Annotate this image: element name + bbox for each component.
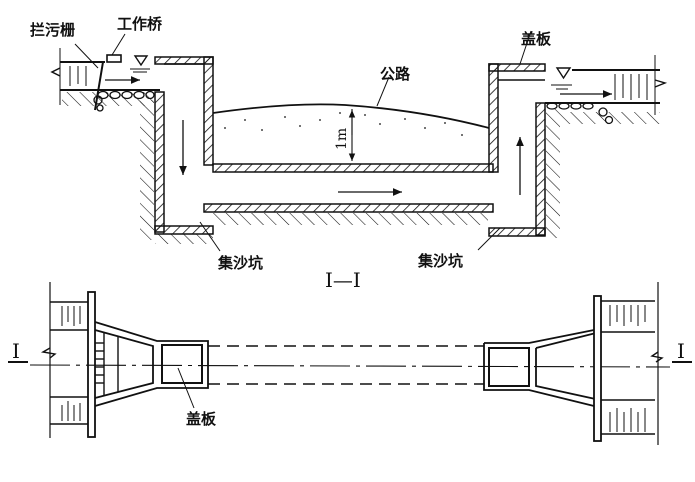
trash-rack-label: 拦污栅 [30,21,75,39]
downstream-channel [545,55,668,125]
water-level-icon [133,55,149,67]
centerline [29,364,671,368]
section-view: 拦污栅 工作桥 盖板 公路 1m 集沙坑 集沙坑 I—I [30,15,668,292]
section-title: I—I [325,268,361,292]
road-fill [212,76,490,161]
culvert [203,163,494,225]
cover-plate-right [488,347,530,387]
inlet-shaft [140,56,214,244]
cover-plate-label-section: 盖板 [521,30,552,48]
upstream-channel [50,33,160,112]
trash-rack-icon [94,61,104,111]
road-label: 公路 [380,65,411,83]
work-bridge-icon [106,54,122,63]
plan-outlet [483,282,664,445]
depth-label: 1m [334,128,350,150]
riprap [93,90,155,112]
water-level-icon-right [555,67,572,80]
plan-inlet [40,282,209,438]
sand-pit-label-left: 集沙坑 [217,254,263,272]
work-bridge-label: 工作桥 [117,15,163,33]
cover-plate-label-plan: 盖板 [186,410,217,428]
section-mark-right: I [677,339,685,363]
section-mark-left: I [12,339,20,363]
outlet-shaft [488,30,560,238]
sand-pit-label-right: 集沙坑 [417,252,463,270]
plan-culvert [29,345,671,385]
plan-view: I I 盖板 [8,282,692,445]
cover-plate-left [161,344,203,384]
